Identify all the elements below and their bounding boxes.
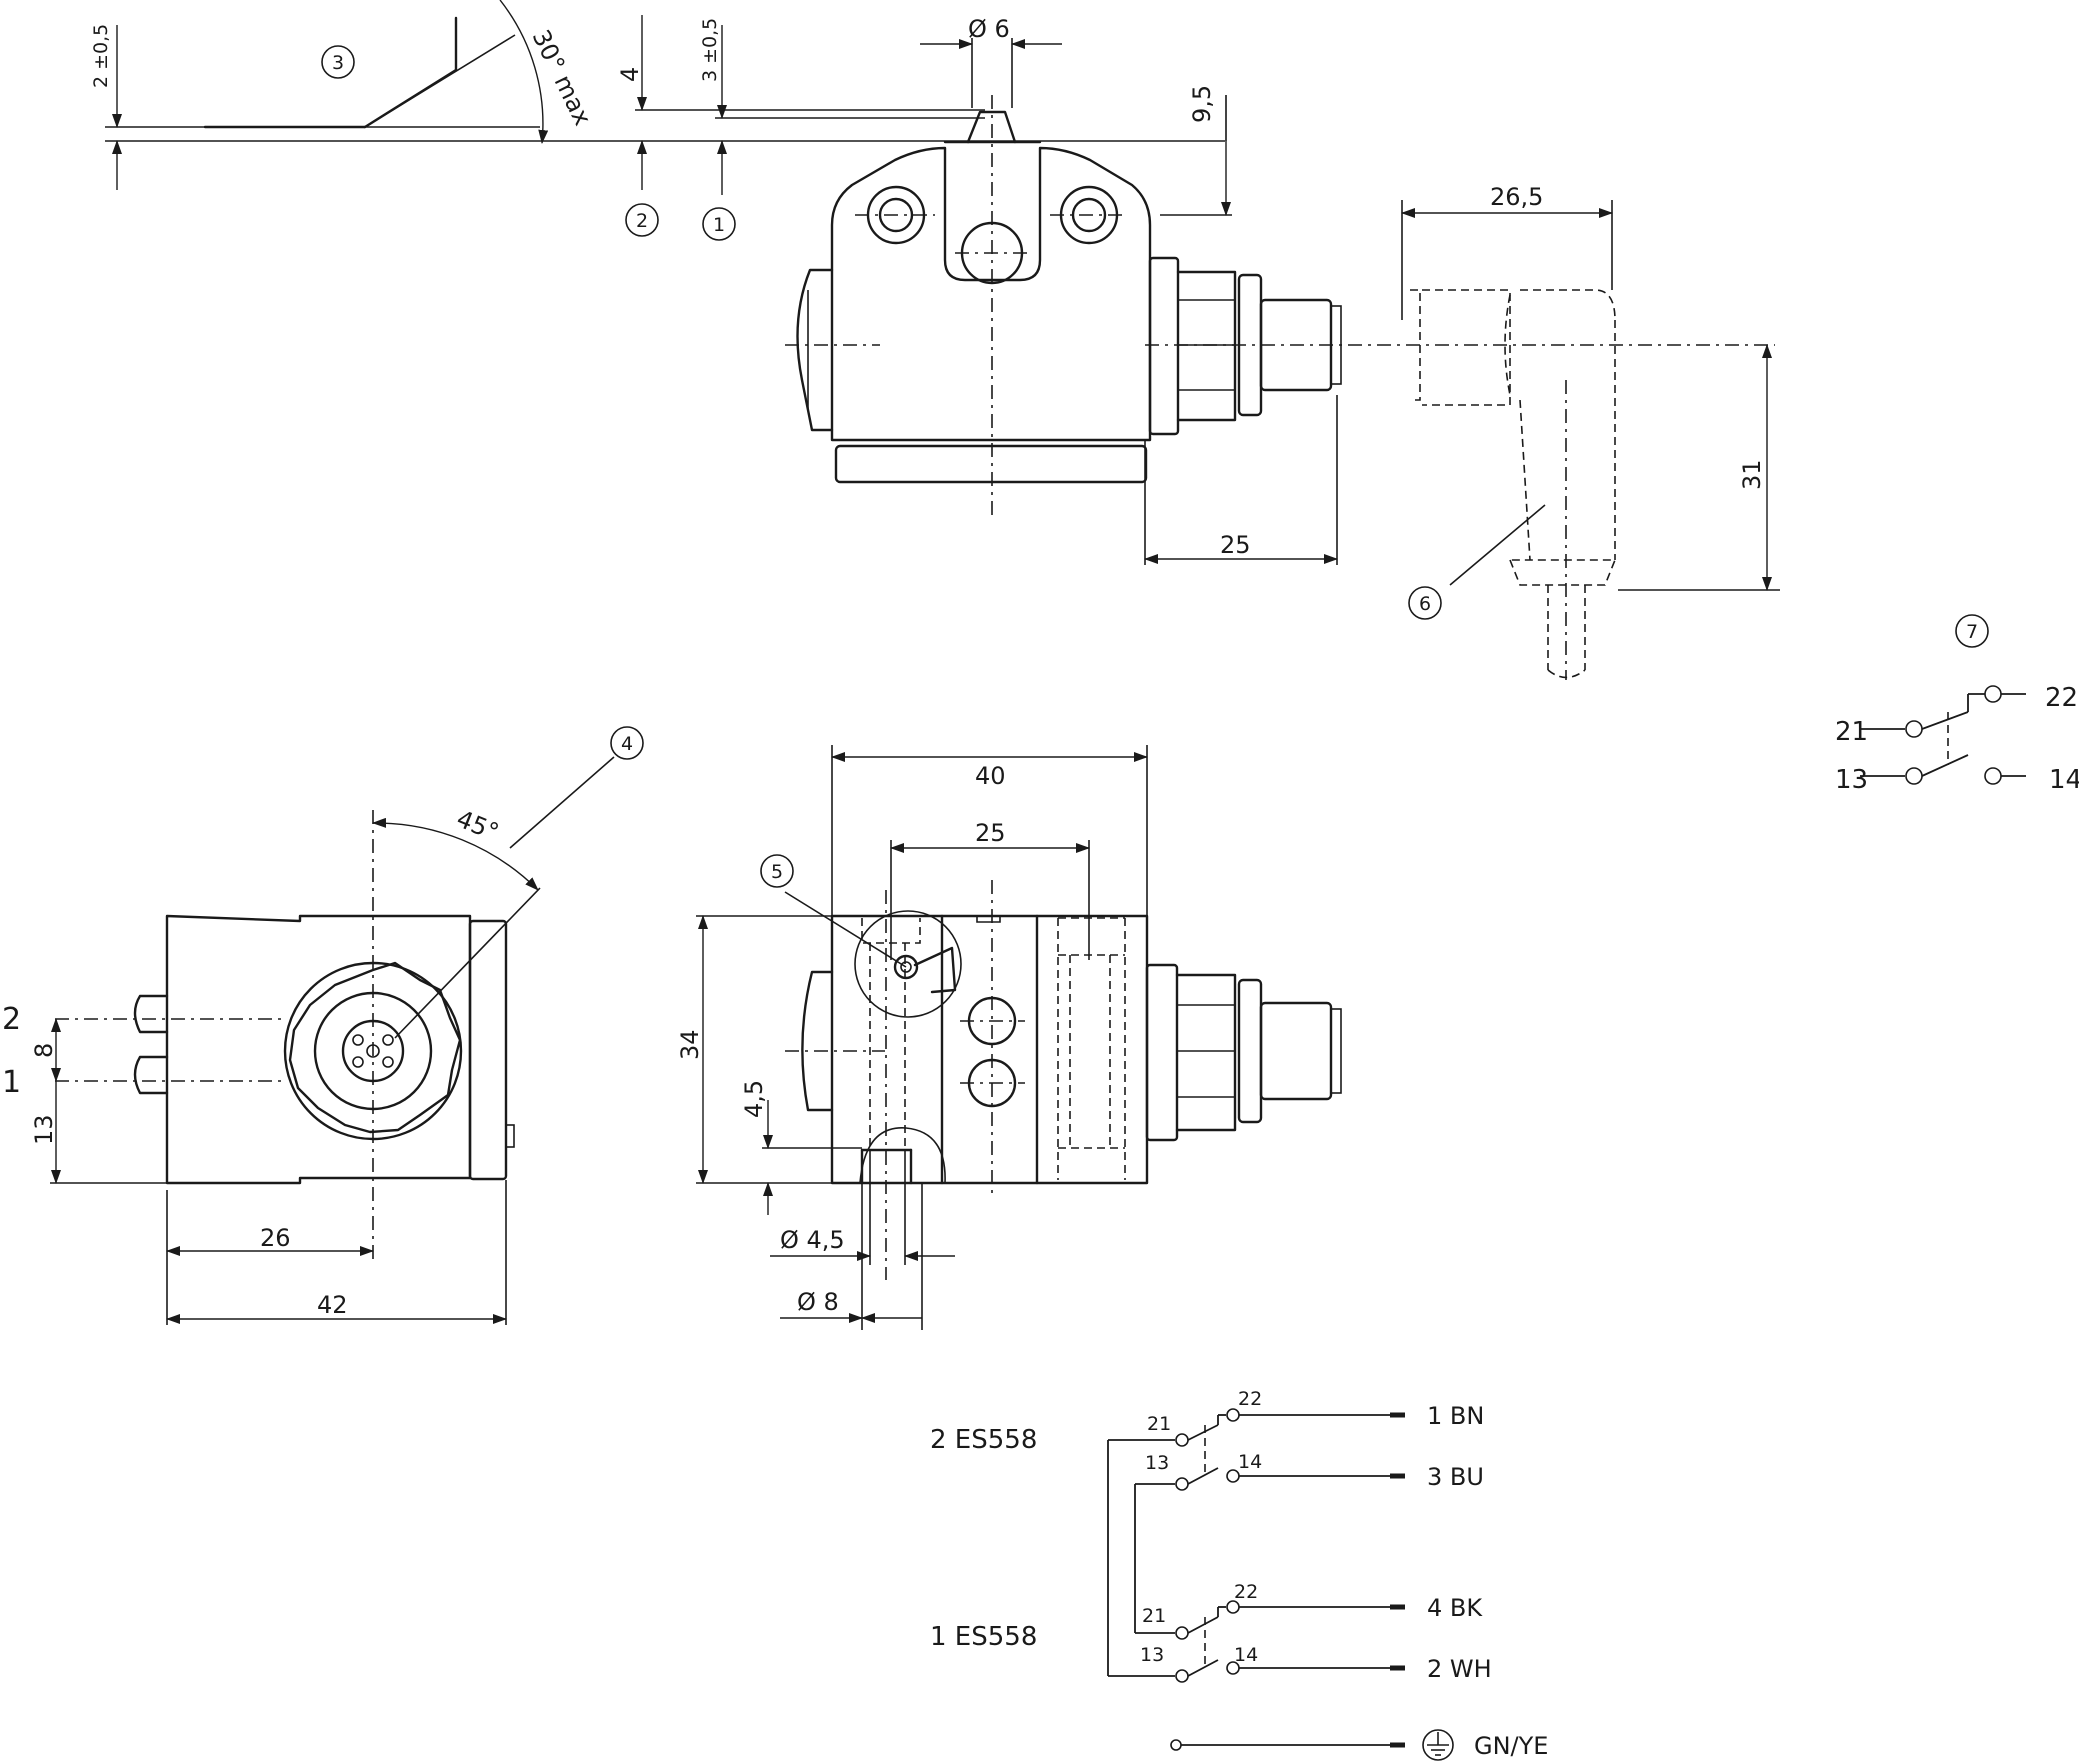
- callout-bubbles: 1 2 3 4 5 6 7: [321, 45, 1989, 888]
- wiring-upper-t14: 14: [1238, 1451, 1262, 1473]
- dim-4-5: 4,5: [740, 1080, 768, 1118]
- wiring-upper-t13: 13: [1145, 1452, 1169, 1474]
- svg-text:4: 4: [621, 733, 633, 755]
- dim-26-5: 26,5: [1490, 183, 1543, 211]
- output-bn: 1 BN: [1427, 1402, 1484, 1430]
- connector-labels: 26,5 31: [1490, 183, 1766, 490]
- dim-25-connector: 25: [1220, 531, 1251, 559]
- side-view: 45° 2 1 8 13 26 42: [2, 756, 615, 1325]
- output-gnye: GN/YE: [1474, 1732, 1548, 1760]
- wiring-lower-t21: 21: [1142, 1605, 1166, 1627]
- contact-symbol: 21 22 13 14: [1835, 683, 2079, 795]
- dim-31: 31: [1738, 459, 1766, 490]
- switch-1-label: 1 ES558: [930, 1622, 1037, 1652]
- side-label-1: 1: [2, 1065, 21, 1100]
- svg-text:2: 2: [636, 210, 648, 232]
- output-bk: 4 BK: [1427, 1594, 1483, 1622]
- dim-phi8: Ø 8: [797, 1288, 839, 1316]
- dim-42: 42: [317, 1291, 348, 1319]
- contact-t14: 14: [2049, 765, 2079, 795]
- contact-t13: 13: [1835, 765, 1868, 795]
- top-view-labels: 40 25 34 4,5 Ø 4,5 Ø 8: [676, 762, 1006, 1316]
- contact-t22: 22: [2045, 683, 2078, 713]
- side-view-labels: 45° 2 1 8 13 26 42: [2, 805, 503, 1319]
- wiring-upper-t22: 22: [1238, 1388, 1262, 1410]
- switch-2-label: 2 ES558: [930, 1425, 1037, 1455]
- callout-2: 2: [625, 203, 659, 237]
- ground-icon: [1422, 1729, 1454, 1761]
- callout-3: 3: [321, 45, 355, 79]
- svg-text:6: 6: [1419, 593, 1431, 615]
- wiring-lower-t22: 22: [1234, 1581, 1258, 1603]
- output-wh: 2 WH: [1427, 1655, 1492, 1683]
- front-view-labels: Ø 6 9,5 25: [968, 15, 1251, 559]
- dim-2-tol: 2 ±0,5: [90, 24, 112, 88]
- contact-t21: 21: [1835, 717, 1868, 747]
- side-label-2: 2: [2, 1002, 21, 1037]
- actuation-travel-diagram: 2 ±0,5 4 3 ±0,5 30° max: [90, 0, 1225, 195]
- callout-5: 5: [760, 854, 794, 888]
- svg-text:7: 7: [1966, 621, 1978, 643]
- wiring-diagram: 2 ES558 1 ES558: [930, 1388, 1548, 1761]
- dim-40: 40: [975, 762, 1006, 790]
- wiring-upper-t21: 21: [1147, 1413, 1171, 1435]
- callout-1: 1: [702, 207, 736, 241]
- angle-45: 45°: [453, 805, 503, 847]
- actuation-labels: 2 ±0,5 4 3 ±0,5 30° max: [90, 18, 721, 130]
- dim-13: 13: [30, 1114, 58, 1145]
- front-view: Ø 6 9,5 25: [785, 15, 1775, 565]
- svg-text:5: 5: [771, 861, 783, 883]
- angled-connector: 26,5 31: [1401, 183, 1780, 680]
- callout-4: 4: [610, 726, 644, 760]
- svg-text:3: 3: [332, 52, 344, 74]
- svg-text:1: 1: [713, 214, 725, 236]
- wiring-lower-t13: 13: [1140, 1644, 1164, 1666]
- dim-25-holes: 25: [975, 819, 1006, 847]
- top-view: 40 25 34 4,5 Ø 4,5 Ø 8: [676, 745, 1342, 1330]
- dim-4: 4: [616, 67, 644, 82]
- wiring-lower-t14: 14: [1234, 1644, 1258, 1666]
- dim-8: 8: [30, 1043, 58, 1058]
- dim-phi6: Ø 6: [968, 15, 1010, 43]
- dim-phi4-5: Ø 4,5: [780, 1226, 845, 1254]
- dim-9-5: 9,5: [1188, 85, 1216, 123]
- dim-34: 34: [676, 1029, 704, 1060]
- callout-7: 7: [1955, 614, 1989, 648]
- dim-3-tol: 3 ±0,5: [699, 18, 721, 82]
- output-bu: 3 BU: [1427, 1463, 1484, 1491]
- callout-6: 6: [1408, 586, 1442, 620]
- dim-26: 26: [260, 1224, 291, 1252]
